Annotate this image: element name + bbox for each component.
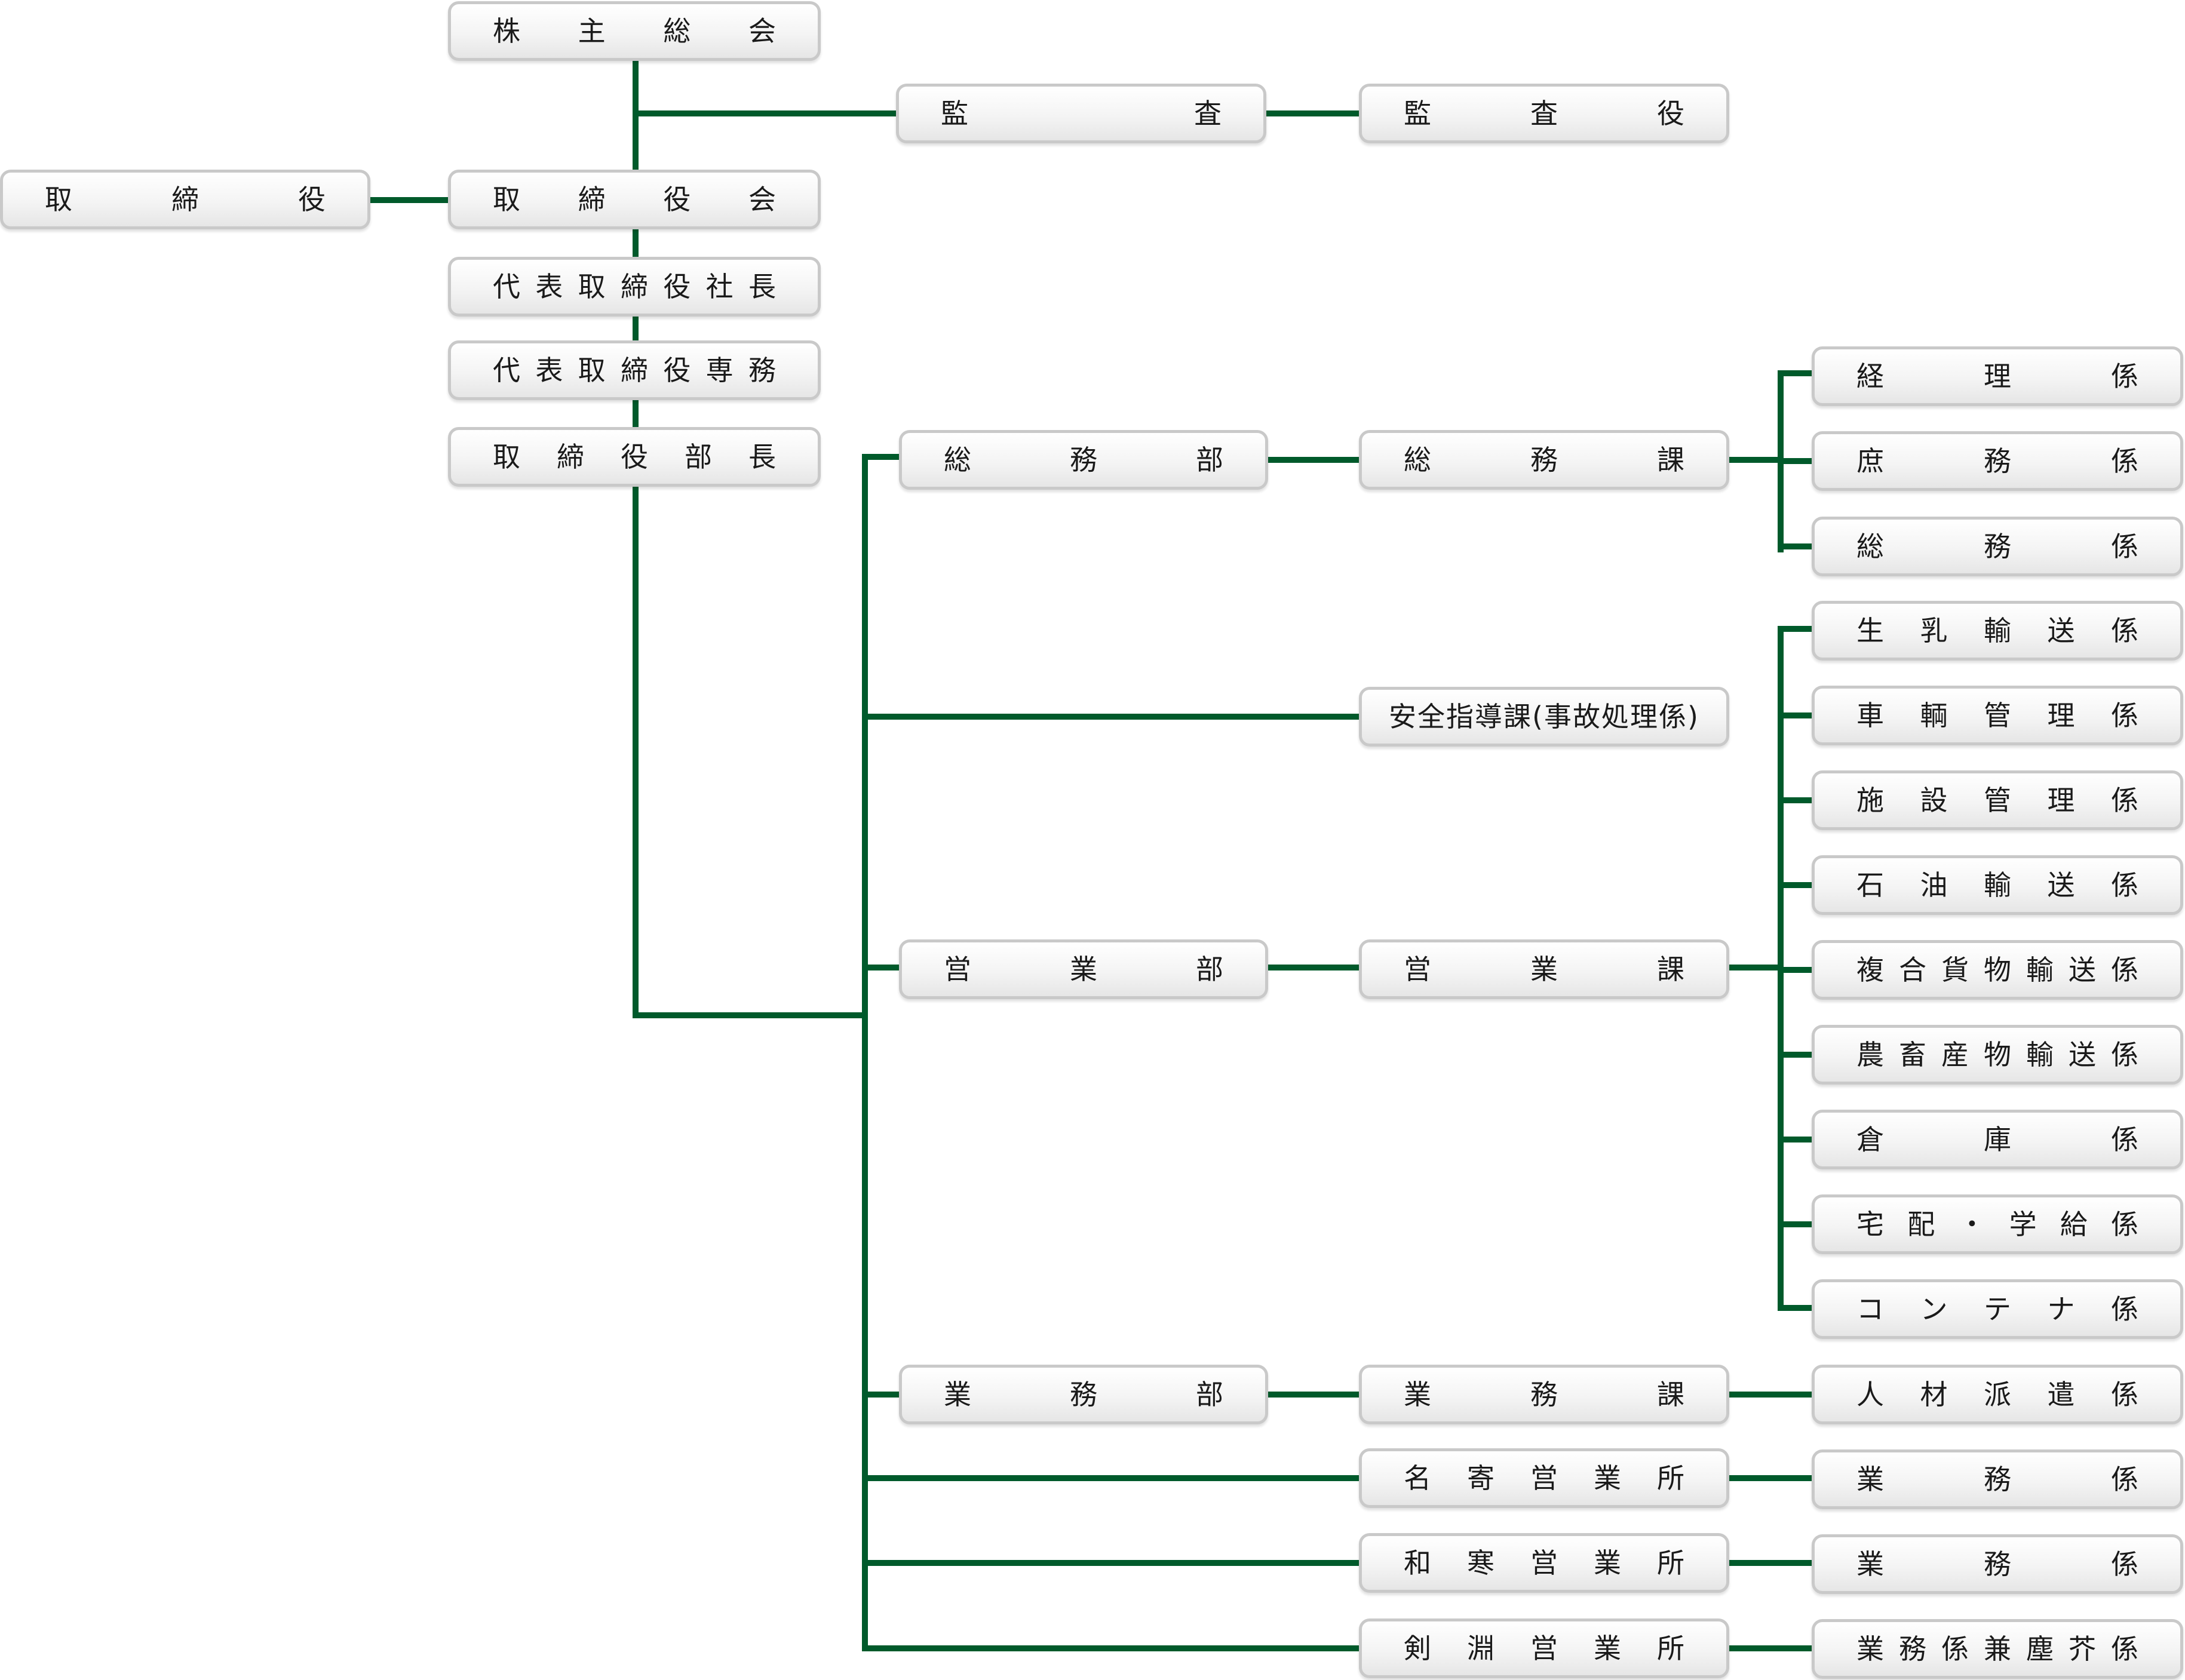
node-label: 監査役 — [1404, 97, 1684, 130]
node-label: 農畜産物輸送係 — [1856, 1039, 2138, 1071]
node-operations-dept: 業務部 — [899, 1365, 1268, 1424]
node-label: 監査 — [941, 97, 1222, 130]
node-senior-director: 代表取締役専務 — [448, 340, 821, 400]
node-label: 業務係 — [1856, 1548, 2138, 1580]
node-label: 車輌管理係 — [1856, 699, 2138, 732]
node-agri-livestock: 農畜産物輸送係 — [1812, 1025, 2183, 1085]
node-warehouse: 倉庫係 — [1812, 1110, 2183, 1169]
node-label: 施設管理係 — [1856, 784, 2138, 816]
node-label: 和寒営業所 — [1404, 1547, 1684, 1579]
node-director-manager: 取締役部長 — [448, 427, 821, 487]
node-clerical: 庶務係 — [1812, 431, 2183, 491]
node-torishimariyaku: 取締役 — [0, 170, 370, 229]
node-label: 業務課 — [1404, 1378, 1684, 1411]
node-sales-section: 営業課 — [1359, 939, 1729, 999]
node-facility-management: 施設管理係 — [1812, 770, 2183, 830]
node-label: 代表取締役専務 — [493, 354, 776, 386]
node-operations-unit-nayoro: 業務係 — [1812, 1449, 2183, 1509]
node-label: 宅配・学給係 — [1856, 1208, 2138, 1240]
node-label: 剣淵営業所 — [1404, 1632, 1684, 1664]
node-label: 経理係 — [1856, 360, 2138, 392]
node-label: 複合貨物輸送係 — [1856, 954, 2138, 986]
node-label: 生乳輸送係 — [1856, 615, 2138, 647]
node-safety-section: 安全指導課(事故処理係) — [1359, 687, 1729, 747]
node-label: 人材派遣係 — [1856, 1378, 2138, 1411]
node-general-affairs-dept: 総務部 — [899, 430, 1268, 490]
node-operations-waste-unit: 業務係兼塵芥係 — [1812, 1619, 2183, 1679]
node-label: 取締役会 — [493, 183, 776, 216]
node-label: 倉庫係 — [1856, 1123, 2138, 1156]
node-raw-milk-transport: 生乳輸送係 — [1812, 601, 2183, 661]
node-nayoro-office: 名寄営業所 — [1359, 1448, 1729, 1508]
node-label: 業務係 — [1856, 1463, 2138, 1495]
node-label: 取締役部長 — [493, 441, 776, 473]
node-label: 名寄営業所 — [1404, 1462, 1684, 1494]
node-label: 安全指導課(事故処理係) — [1389, 701, 1699, 733]
node-label: 総務部 — [944, 444, 1223, 476]
node-general-affairs-section: 総務課 — [1359, 430, 1729, 490]
node-label: 石油輸送係 — [1856, 869, 2138, 901]
node-label: 取締役 — [45, 183, 326, 216]
node-delivery-school-lunch: 宅配・学給係 — [1812, 1194, 2183, 1254]
node-kembuchi-office: 剣淵営業所 — [1359, 1618, 1729, 1678]
node-general-affairs-unit: 総務係 — [1812, 517, 2183, 576]
node-wassamu-office: 和寒営業所 — [1359, 1533, 1729, 1593]
node-vehicle-management: 車輌管理係 — [1812, 686, 2183, 745]
node-label: 営業課 — [1404, 953, 1684, 985]
node-operations-unit-wassamu: 業務係 — [1812, 1534, 2183, 1594]
node-staffing: 人材派遣係 — [1812, 1365, 2183, 1424]
node-container: コンテナ係 — [1812, 1279, 2183, 1339]
node-label: 業務部 — [944, 1378, 1223, 1411]
node-audit: 監査 — [896, 84, 1266, 143]
node-auditor: 監査役 — [1359, 84, 1729, 143]
node-accounting: 経理係 — [1812, 346, 2183, 406]
node-president: 代表取締役社長 — [448, 257, 821, 317]
node-operations-section: 業務課 — [1359, 1365, 1729, 1424]
node-label: 営業部 — [944, 953, 1223, 985]
node-label: 代表取締役社長 — [493, 271, 776, 303]
node-oil-transport: 石油輸送係 — [1812, 855, 2183, 915]
node-label: 総務係 — [1856, 530, 2138, 563]
node-label: コンテナ係 — [1856, 1293, 2138, 1325]
node-shareholders-meeting: 株主総会 — [448, 1, 821, 61]
node-mixed-cargo: 複合貨物輸送係 — [1812, 940, 2183, 1000]
node-board-of-directors: 取締役会 — [448, 170, 821, 229]
node-label: 総務課 — [1404, 444, 1684, 476]
node-label: 業務係兼塵芥係 — [1856, 1633, 2138, 1665]
node-sales-dept: 営業部 — [899, 939, 1268, 999]
node-label: 株主総会 — [493, 15, 776, 47]
node-label: 庶務係 — [1856, 445, 2138, 477]
